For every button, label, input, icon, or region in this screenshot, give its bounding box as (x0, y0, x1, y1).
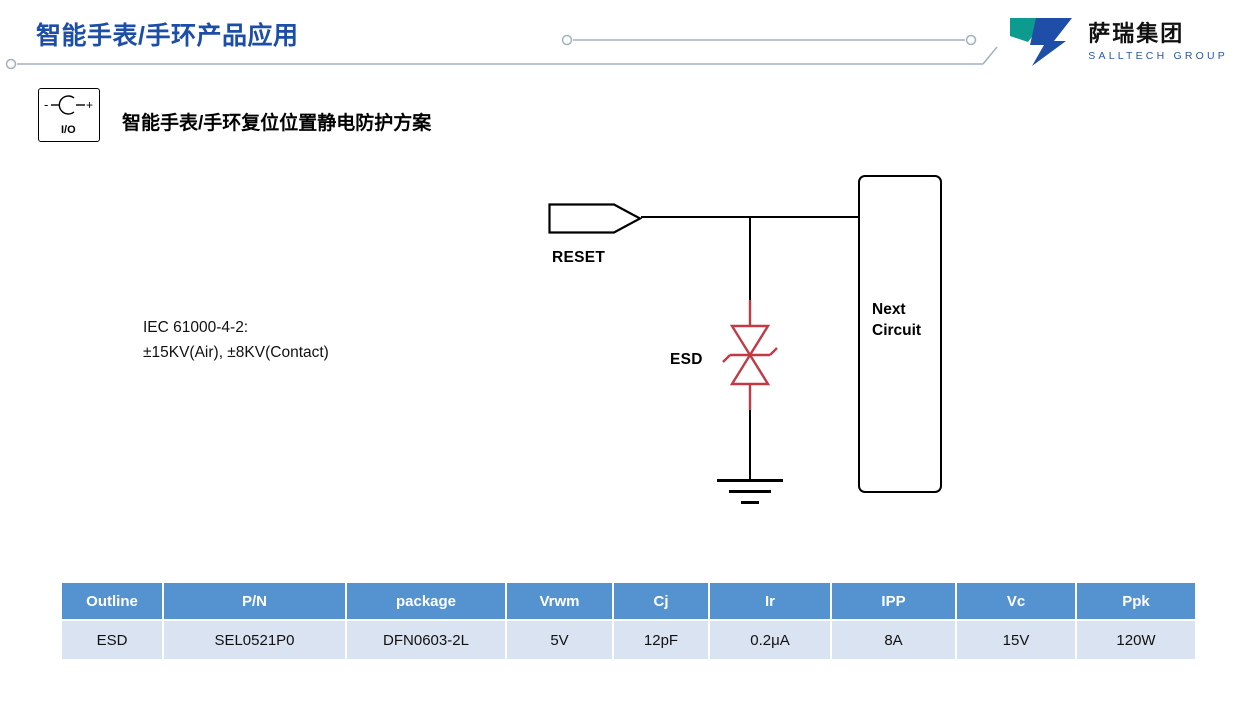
col-header-ipp: IPP (830, 581, 957, 621)
col-header-cj: Cj (612, 581, 710, 621)
col-header-vc: Vc (955, 581, 1077, 621)
cell-cj: 12pF (612, 619, 710, 661)
section-title: 智能手表/手环复位位置静电防护方案 (122, 113, 432, 134)
col-header-vrwm: Vrwm (505, 581, 614, 621)
col-header-pn: P/N (162, 581, 347, 621)
company-logo: 萨瑞集团 SALLTECH GROUP (1006, 12, 1228, 70)
iec-spec-line2: ±15KV(Air), ±8KV(Contact) (143, 344, 329, 361)
spec-table-row: ESD SEL0521P0 DFN0603-2L 5V 12pF 0.2μA 8… (60, 619, 1197, 661)
spec-table: Outline P/N package Vrwm Cj Ir IPP Vc Pp… (60, 581, 1197, 661)
svg-text:+: + (86, 98, 93, 112)
iec-spec-line1: IEC 61000-4-2: (143, 319, 249, 336)
page-title: 智能手表/手环产品应用 (36, 22, 299, 50)
cell-ir: 0.2μA (708, 619, 832, 661)
cell-ppk: 120W (1075, 619, 1197, 661)
cell-vrwm: 5V (505, 619, 614, 661)
col-header-ir: Ir (708, 581, 832, 621)
cell-package: DFN0603-2L (345, 619, 507, 661)
esd-label: ESD (670, 351, 703, 368)
ground-bar-3 (741, 501, 759, 504)
svg-text:I/O: I/O (61, 124, 76, 136)
spec-table-header-row: Outline P/N package Vrwm Cj Ir IPP Vc Pp… (60, 581, 1197, 621)
wire-vertical-top (749, 216, 752, 302)
ground-bar-1 (717, 479, 783, 482)
logo-mark-icon (1010, 18, 1073, 66)
logo-name-cn: 萨瑞集团 (1088, 20, 1185, 46)
tvs-diode-icon (722, 300, 778, 410)
next-circuit-line2: Circuit (872, 322, 922, 339)
cell-pn: SEL0521P0 (162, 619, 347, 661)
next-circuit-block: Next Circuit (858, 175, 942, 493)
cell-vc: 15V (955, 619, 1077, 661)
io-port-icon: - + I/O (38, 88, 100, 142)
ground-bar-2 (729, 490, 771, 493)
reset-label: RESET (552, 249, 606, 266)
col-header-outline: Outline (60, 581, 164, 621)
reset-connector-icon (548, 203, 643, 234)
svg-text:-: - (44, 97, 48, 112)
logo-name-en: SALLTECH GROUP (1088, 49, 1228, 62)
next-circuit-line1: Next (872, 301, 906, 318)
cell-ipp: 8A (830, 619, 957, 661)
wire-vertical-bottom (749, 408, 752, 480)
logo-text: 萨瑞集团 SALLTECH GROUP (1088, 21, 1228, 62)
cell-outline: ESD (60, 619, 164, 661)
io-port-glyph: - + I/O (44, 95, 93, 136)
next-circuit-label: Next Circuit (860, 177, 940, 341)
col-header-package: package (345, 581, 507, 621)
iec-spec: IEC 61000-4-2: ±15KV(Air), ±8KV(Contact) (143, 315, 329, 365)
col-header-ppk: Ppk (1075, 581, 1197, 621)
